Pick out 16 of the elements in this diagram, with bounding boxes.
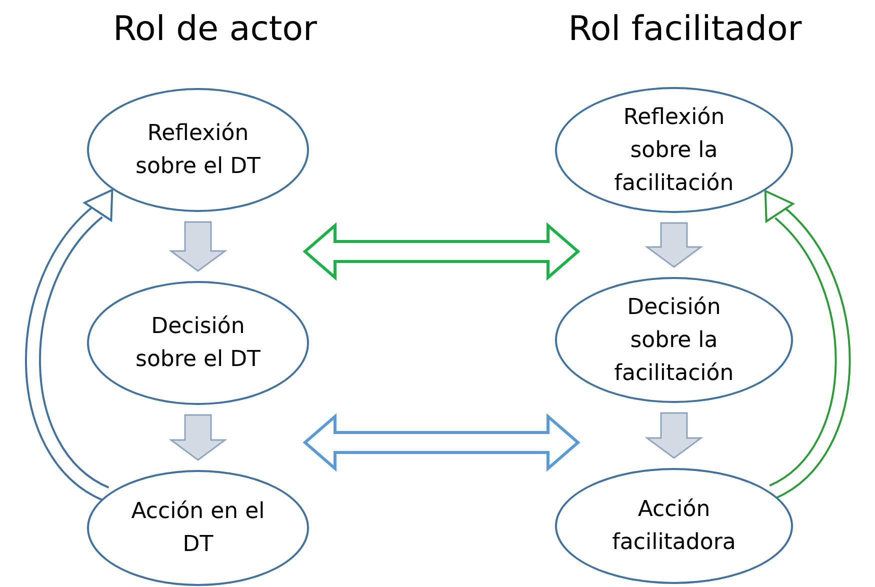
block-arrow [168, 414, 228, 461]
block-arrow [644, 412, 704, 459]
block-arrow [168, 221, 228, 272]
node-text: Reflexión sobre la facilitación [613, 104, 735, 198]
curved-arrow [25, 188, 114, 501]
curved-arrow [764, 189, 851, 499]
node-text: Reflexión sobre el DT [134, 120, 262, 181]
column-heading: Rol facilitador [567, 8, 803, 50]
node-text: Decisión sobre el DT [134, 313, 262, 374]
block-arrow [644, 222, 704, 268]
double-arrow [302, 222, 580, 281]
node-text: Acción en el DT [130, 498, 266, 559]
column-heading: Rol de actor [112, 8, 318, 50]
node-text: Acción facilitadora [611, 496, 737, 557]
node-text: Decisión sobre la facilitación [613, 294, 735, 388]
double-arrow [302, 413, 580, 472]
